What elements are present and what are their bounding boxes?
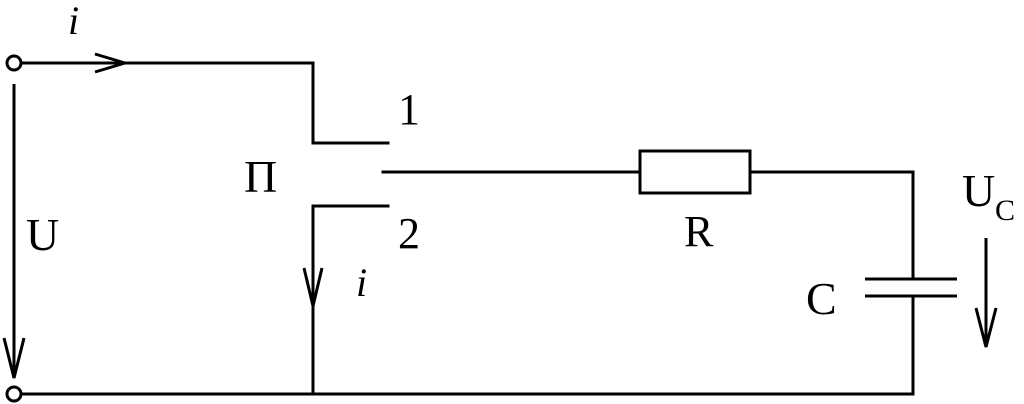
label-current-branch: i xyxy=(356,260,367,305)
terminal-top xyxy=(5,54,23,72)
label-current-top: i xyxy=(68,0,79,43)
label-capacitor: C xyxy=(806,273,837,324)
current-arrow-branch xyxy=(302,267,324,307)
voltage-arrow-u-head xyxy=(2,337,26,379)
terminal-bottom xyxy=(5,385,23,403)
resistor-r xyxy=(638,149,752,195)
top-supply-wire xyxy=(19,61,390,145)
label-resistor: R xyxy=(684,207,714,256)
label-voltage-u: U xyxy=(26,209,59,260)
label-switch: П xyxy=(244,151,277,202)
label-capacitor-voltage: U xyxy=(962,165,995,216)
voltage-arrow-uc-head xyxy=(974,307,998,348)
label-switch-contact-1: 1 xyxy=(398,85,420,134)
current-arrow-top xyxy=(94,52,131,74)
label-switch-contact-2: 2 xyxy=(398,209,420,258)
switch-contact-2-wire xyxy=(311,204,390,396)
label-capacitor-voltage-subscript: C xyxy=(995,194,1015,227)
resistor-to-capacitor-wire xyxy=(748,170,915,281)
